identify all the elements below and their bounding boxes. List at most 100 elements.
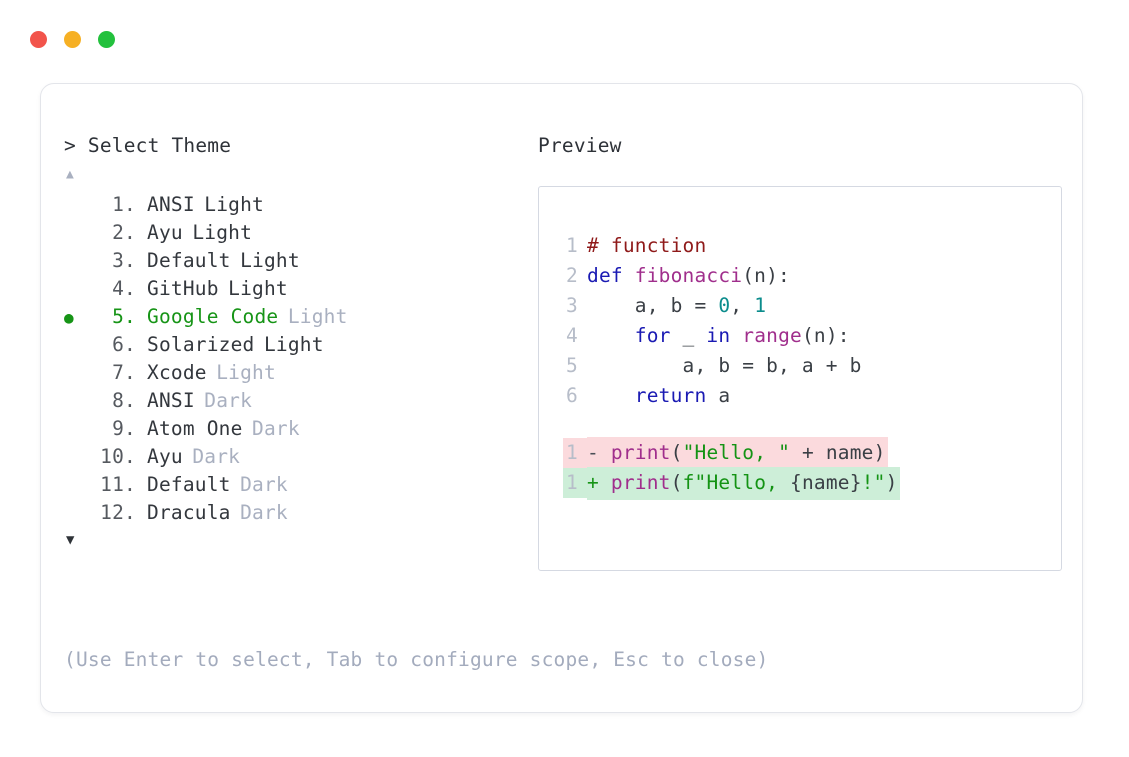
- theme-list-panel: > Select Theme ▲ ● 1. ANSI Light ● 2. Ay…: [64, 132, 534, 551]
- code-content: a, b = b, a + b: [587, 351, 862, 381]
- theme-index: 2.: [112, 221, 136, 244]
- token-plain: (: [670, 441, 683, 464]
- theme-list-item[interactable]: ● 2. Ayu Light: [64, 219, 534, 247]
- line-number: 1: [563, 438, 587, 468]
- token-plain: _: [670, 324, 707, 347]
- theme-index: 5.: [112, 305, 136, 328]
- theme-list-item[interactable]: ● 12. Dracula Dark: [64, 499, 534, 527]
- token-plain: [587, 324, 635, 347]
- theme-list-item[interactable]: ● 10. Ayu Dark: [64, 443, 534, 471]
- diff-marker-space: [599, 441, 611, 464]
- token-plain: a, b =: [587, 294, 719, 317]
- theme-index: 7.: [112, 361, 136, 384]
- token-plain: (: [670, 471, 683, 494]
- token-keyword: in: [706, 324, 731, 347]
- selection-bullet-icon: ●: [64, 500, 92, 528]
- theme-list-item[interactable]: ● 8. ANSI Dark: [64, 387, 534, 415]
- selection-bullet-icon: ●: [64, 276, 92, 304]
- theme-index: 8.: [112, 389, 136, 412]
- theme-list-item[interactable]: ● 11. Default Dark: [64, 471, 534, 499]
- selection-bullet-icon: ●: [64, 360, 92, 388]
- scroll-down-icon[interactable]: ▼: [66, 532, 75, 548]
- theme-variant: Dark: [240, 473, 288, 496]
- selection-bullet-icon: ●: [64, 308, 74, 327]
- diff-line-deletion: 1- print("Hello, " + name): [563, 437, 1061, 470]
- minimize-button[interactable]: [64, 31, 81, 48]
- theme-list-item[interactable]: ● 6. Solarized Light: [64, 331, 534, 359]
- theme-variant: Dark: [240, 501, 288, 524]
- preview-label: Preview: [538, 134, 622, 157]
- theme-variant: Light: [287, 305, 348, 328]
- code-content: # function: [587, 231, 706, 261]
- code-content: return a: [587, 381, 730, 411]
- zoom-button[interactable]: [98, 31, 115, 48]
- token-plain: a, b = b, a + b: [587, 354, 862, 377]
- token-string: "Hello, ": [682, 441, 791, 464]
- token-plain: (n):: [801, 324, 850, 347]
- theme-list-item-selected[interactable]: ● 5. Google Code Light: [64, 303, 534, 331]
- theme-variant: Light: [263, 333, 324, 356]
- theme-index: 9.: [112, 417, 136, 440]
- code-line: 6 return a: [563, 381, 1061, 411]
- theme-variant: Dark: [252, 417, 300, 440]
- theme-name: ANSI: [147, 389, 195, 412]
- prompt-caret-icon: >: [64, 134, 76, 157]
- code-line: 2 def fibonacci(n):: [563, 261, 1061, 291]
- line-number: 5: [566, 354, 578, 377]
- theme-list: ● 1. ANSI Light ● 2. Ayu Light ● 3. Defa…: [64, 191, 534, 527]
- diff-content: - print("Hello, " + name): [587, 437, 888, 470]
- scroll-up-icon[interactable]: ▲: [66, 167, 74, 182]
- token-plain: {name}: [790, 471, 862, 494]
- theme-name: ANSI: [147, 193, 195, 216]
- token-keyword: return: [634, 384, 707, 407]
- theme-list-item[interactable]: ● 1. ANSI Light: [64, 191, 534, 219]
- theme-index: 6.: [112, 333, 136, 356]
- token-number: 1: [754, 294, 767, 317]
- theme-name: Dracula: [147, 501, 231, 524]
- theme-name: Ayu: [147, 445, 183, 468]
- prompt-spacer: [76, 134, 88, 157]
- selection-bullet-icon: ●: [64, 332, 92, 360]
- theme-name: Atom One: [147, 417, 243, 440]
- theme-index: 10.: [100, 445, 136, 468]
- theme-name: Default: [147, 473, 231, 496]
- token-plain: + name): [790, 441, 886, 464]
- token-string: !": [861, 471, 886, 494]
- line-number: 4: [566, 324, 578, 347]
- theme-variant: Light: [204, 193, 264, 216]
- token-plain: [730, 324, 742, 347]
- selection-bullet-icon: ●: [64, 388, 92, 416]
- token-plain: ): [885, 471, 898, 494]
- keyboard-hint: (Use Enter to select, Tab to configure s…: [64, 648, 769, 671]
- close-button[interactable]: [30, 31, 47, 48]
- code-preview-box: 1 # function 2 def fibonacci(n): 3 a, b …: [538, 186, 1062, 571]
- line-number: 1: [563, 468, 587, 498]
- prompt-header: > Select Theme: [64, 132, 534, 160]
- token-keyword: for: [634, 324, 671, 347]
- token-plain: (n):: [742, 264, 790, 287]
- token-plain: ,: [730, 294, 755, 317]
- code-line: 1 # function: [563, 231, 1061, 261]
- diff-line-addition: 1+ print(f"Hello, {name}!"): [563, 467, 1061, 500]
- diff-marker-minus: -: [587, 441, 599, 464]
- theme-list-item[interactable]: ● 7. Xcode Light: [64, 359, 534, 387]
- theme-list-item[interactable]: ● 3. Default Light: [64, 247, 534, 275]
- theme-list-item[interactable]: ● 9. Atom One Dark: [64, 415, 534, 443]
- selection-bullet-icon: ●: [64, 220, 92, 248]
- theme-name: Xcode: [147, 361, 207, 384]
- page-title: Select Theme: [87, 134, 232, 157]
- window-titlebar: [30, 31, 115, 48]
- selection-bullet-icon: ●: [64, 472, 92, 500]
- line-number: 1: [566, 234, 578, 257]
- theme-variant: Dark: [192, 445, 241, 468]
- code-blank-line: [563, 411, 1061, 437]
- theme-picker-card: > Select Theme ▲ ● 1. ANSI Light ● 2. Ay…: [40, 83, 1083, 713]
- selection-bullet-icon: ●: [64, 416, 92, 444]
- token-function: fibonacci: [634, 264, 743, 287]
- token-comment: # function: [587, 234, 707, 257]
- code-content: for _ in range(n):: [587, 321, 850, 351]
- token-function: print: [610, 441, 671, 464]
- theme-name: Solarized: [147, 333, 255, 356]
- theme-list-item[interactable]: ● 4. GitHub Light: [64, 275, 534, 303]
- theme-variant: Light: [192, 221, 253, 244]
